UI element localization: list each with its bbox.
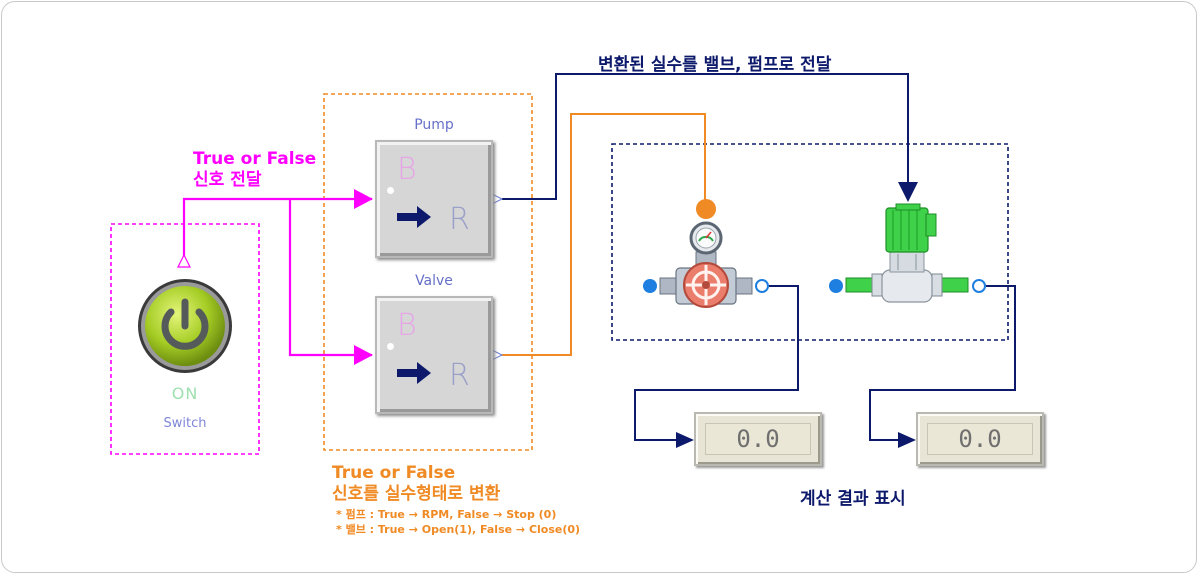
convert-note-pump: * 펌프 : True → RPM, False → Stop (0)	[336, 508, 557, 521]
switch-to-pump-wire	[182, 197, 372, 258]
valve-input-arrow	[354, 345, 373, 365]
valve-result-display: 0.0	[694, 412, 822, 466]
switch-state-label: ON	[171, 384, 199, 403]
valve-block-output-port	[491, 349, 504, 361]
valve-to-display-wire	[634, 285, 799, 441]
pump-input-port	[829, 279, 843, 293]
pump-result-display: 0.0	[916, 412, 1044, 466]
centrifugal-pump-icon	[845, 203, 969, 303]
block-output-letter: R	[449, 202, 470, 237]
right-arrow-icon	[397, 362, 431, 384]
block-output-letter: R	[449, 358, 470, 393]
valve-input-port	[643, 279, 657, 293]
switch-label: Switch	[163, 416, 207, 431]
convert-note-valve: * 밸브 : True → Open(1), False → Close(0)	[336, 523, 581, 536]
signal-title-line2: 신호 전달	[193, 170, 262, 190]
block-input-letter: B	[397, 308, 417, 343]
block-input-dot	[387, 187, 394, 194]
valve-block-label: Valve	[415, 273, 453, 289]
display-2-input-arrow	[898, 432, 916, 448]
valve-converter-block[interactable]: B R	[375, 296, 493, 414]
pump-output-port	[972, 279, 986, 293]
display-value: 0.0	[705, 423, 811, 455]
result-title: 계산 결과 표시	[800, 489, 906, 509]
block-input-dot	[387, 343, 394, 350]
gate-valve-icon	[659, 199, 753, 308]
valve-block-to-valve-wire	[502, 113, 706, 356]
power-button-icon[interactable]	[137, 278, 233, 374]
convert-title-line2: 신호를 실수형태로 변환	[332, 484, 501, 504]
switch-output-port	[177, 253, 191, 268]
valve-output-port	[755, 279, 769, 293]
pump-to-display-wire	[869, 285, 1016, 441]
converter-group-box	[323, 93, 533, 451]
signal-title-line1: True or False	[193, 149, 317, 169]
pump-block-to-pump-wire	[502, 73, 909, 200]
deliver-title: 변환된 실수를 밸브, 펌프로 전달	[598, 55, 832, 75]
display-value: 0.0	[927, 423, 1033, 455]
pump-command-arrow	[898, 182, 918, 202]
pump-block-output-port	[491, 193, 504, 205]
pump-block-label: Pump	[414, 117, 454, 133]
display-1-input-arrow	[676, 432, 694, 448]
pump-input-arrow	[354, 189, 373, 209]
equipment-group-box	[611, 143, 1009, 341]
pump-converter-block[interactable]: B R	[375, 140, 493, 258]
switch-to-valve-wire	[288, 199, 372, 357]
convert-title-line1: True or False	[332, 463, 456, 483]
right-arrow-icon	[397, 206, 431, 228]
block-input-letter: B	[397, 152, 417, 187]
